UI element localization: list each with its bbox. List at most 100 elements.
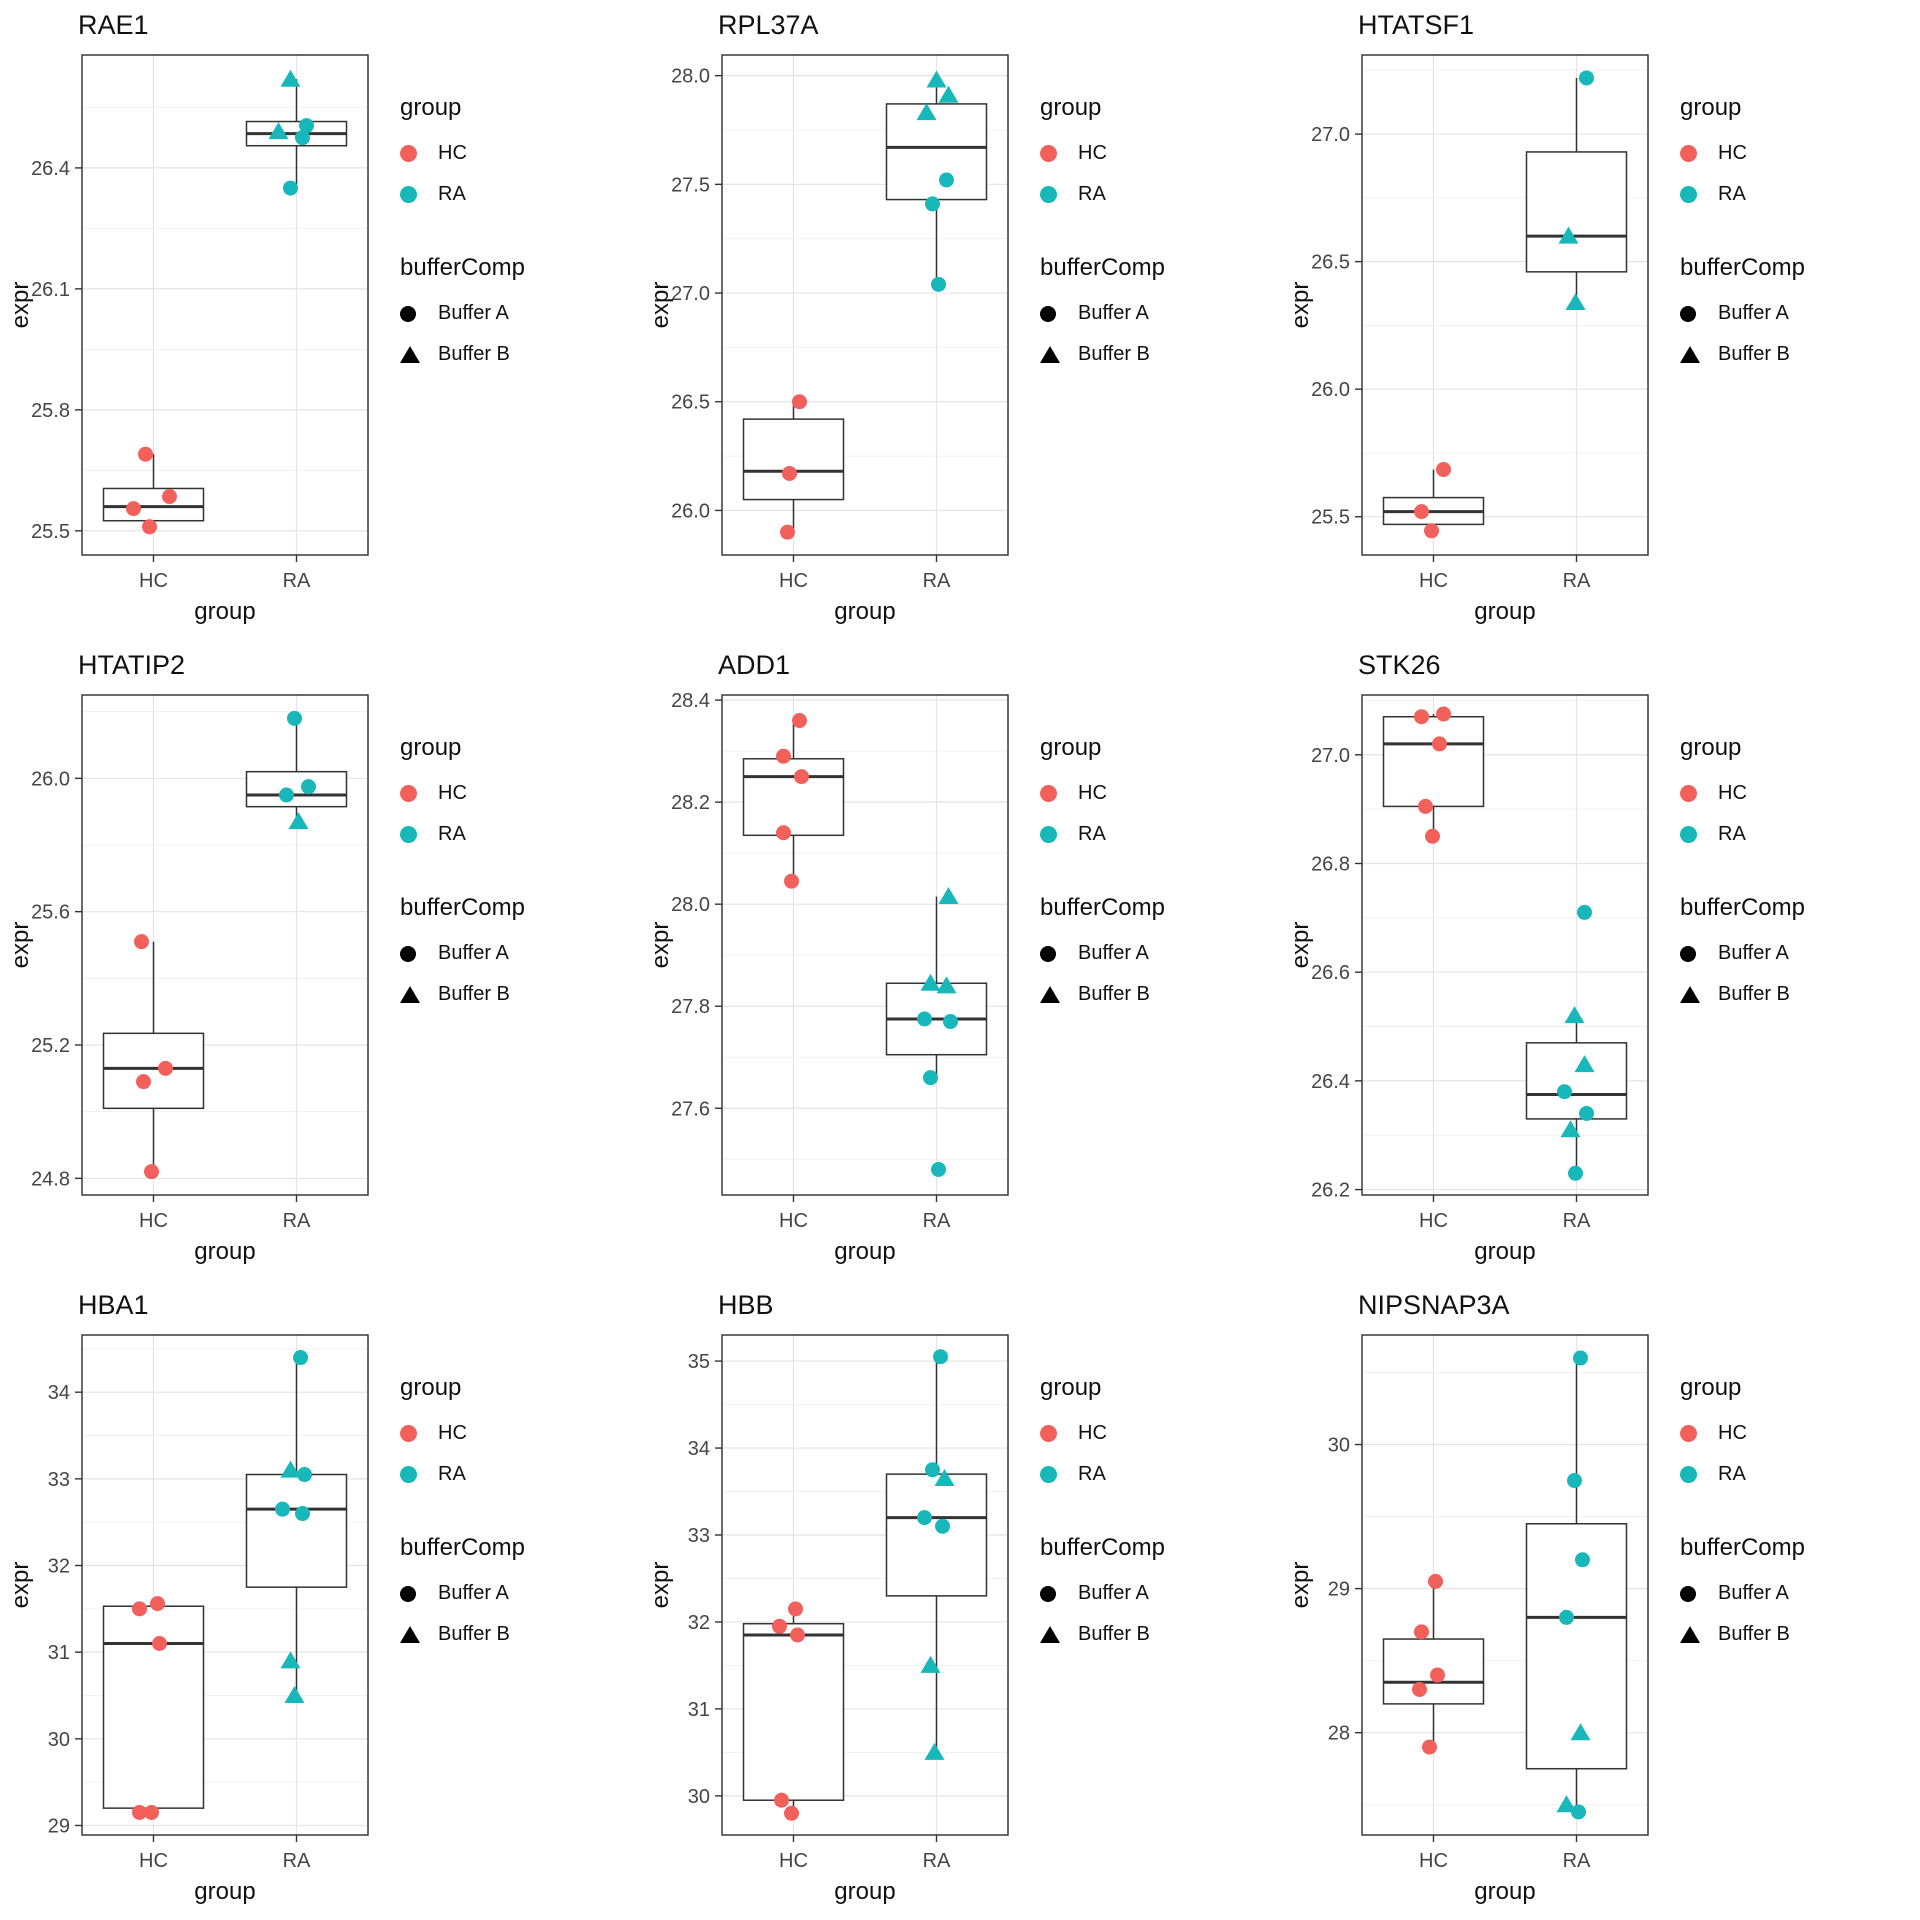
x-axis-title: group: [1474, 598, 1535, 625]
data-point-triangle: [916, 103, 937, 121]
data-point-circle: [150, 1596, 165, 1612]
color-key: [1040, 1425, 1078, 1442]
legend-item-label: RA: [1718, 823, 1746, 845]
y-tick-label: 26.4: [31, 158, 70, 180]
legend-item-hc: HC: [1680, 1422, 1920, 1445]
y-tick-label: 30: [688, 1786, 710, 1808]
y-axis-title: expr: [647, 282, 674, 329]
legend-item-label: Buffer A: [438, 942, 509, 964]
x-tick-label: HC: [139, 1210, 168, 1232]
box-RA: [885, 103, 988, 201]
y-tick-label: 33: [48, 1469, 70, 1491]
legend-item-label: Buffer B: [1718, 1623, 1790, 1645]
data-point-circle: [142, 519, 157, 535]
y-tick-label: 29: [1328, 1579, 1350, 1601]
legend-item-buffer-a: Buffer A: [1040, 942, 1280, 965]
data-point-circle: [1425, 828, 1440, 844]
panel-border: [81, 1334, 369, 1836]
y-axis-title: expr: [1287, 282, 1314, 329]
legend-item-label: Buffer B: [438, 343, 510, 365]
data-point-circle: [132, 1601, 147, 1617]
legend-title-group: group: [1680, 94, 1742, 121]
legend-title-group: group: [1040, 734, 1102, 761]
buffer-a-circle-icon: [1680, 1585, 1696, 1602]
box-HC: [102, 1032, 205, 1110]
data-point-circle: [925, 196, 940, 212]
buffer-b-triangle-icon: [1040, 986, 1060, 1003]
legend-title-buffercomp: bufferComp: [1680, 254, 1805, 281]
box-RA: [245, 770, 348, 808]
legend-item-buffer-b: Buffer B: [1040, 983, 1280, 1006]
y-tick-label: 26.4: [1311, 1071, 1350, 1093]
y-tick-label: 28.0: [671, 66, 710, 88]
legend-item-ra: RA: [1040, 1463, 1280, 1486]
y-tick-label: 26.0: [671, 500, 710, 522]
data-point-circle: [301, 779, 316, 795]
data-point-circle: [923, 1070, 938, 1086]
data-point-triangle: [938, 887, 959, 905]
buffer-b-triangle-icon: [1680, 346, 1700, 363]
y-tick-label: 28: [1328, 1723, 1350, 1745]
shape-key: [1680, 1585, 1718, 1602]
legend-item-ra: RA: [1680, 183, 1920, 206]
panel-title: RAE1: [78, 10, 149, 40]
data-point-circle: [1575, 1552, 1590, 1568]
data-point-triangle: [280, 1460, 301, 1478]
color-key: [1680, 145, 1718, 162]
data-point-circle: [295, 1506, 310, 1522]
y-axis-title: expr: [7, 1562, 34, 1609]
panel-background: [82, 695, 368, 1195]
y-tick-label: 25.8: [31, 400, 70, 422]
ra-color-icon: [1680, 826, 1697, 843]
hc-color-icon: [1040, 1425, 1057, 1442]
shape-key: [1680, 1626, 1718, 1643]
buffer-a-circle-icon: [1040, 945, 1056, 962]
panel-border: [81, 54, 369, 556]
legend-title-group: group: [1040, 1374, 1102, 1401]
legend-title-group: group: [1040, 94, 1102, 121]
panel-title: ADD1: [718, 650, 791, 680]
data-point-circle: [1436, 462, 1451, 478]
x-axis-title: group: [834, 1238, 895, 1265]
x-tick-label: RA: [283, 570, 311, 592]
panel-border: [1361, 54, 1649, 556]
color-key: [400, 826, 438, 843]
data-point-triangle: [920, 1655, 941, 1673]
legend-title-buffercomp: bufferComp: [1040, 894, 1165, 921]
box-HC: [742, 758, 845, 837]
legend-item-buffer-a: Buffer A: [400, 942, 640, 965]
data-point-circle: [144, 1804, 159, 1820]
ra-color-icon: [1040, 1466, 1057, 1483]
data-point-circle: [293, 1350, 308, 1366]
data-point-triangle: [1556, 1795, 1577, 1813]
y-tick-label: 25.6: [31, 902, 70, 924]
y-tick-label: 27.0: [1311, 124, 1350, 146]
data-point-triangle: [1564, 1006, 1585, 1024]
legend-item-label: HC: [1718, 1422, 1747, 1444]
data-point-circle: [776, 748, 791, 764]
color-key: [1040, 1466, 1078, 1483]
color-key: [1680, 186, 1718, 203]
data-point-circle: [1567, 1473, 1582, 1489]
legend-item-label: Buffer A: [1718, 302, 1789, 324]
x-axis-title: group: [194, 1238, 255, 1265]
data-point-triangle: [934, 1468, 955, 1486]
legend-item-label: Buffer A: [438, 302, 509, 324]
legend-item-label: HC: [438, 782, 467, 804]
legend-item-hc: HC: [400, 782, 640, 805]
x-axis-title: group: [1474, 1878, 1535, 1905]
data-point-circle: [933, 1349, 948, 1365]
data-point-circle: [1424, 523, 1439, 539]
legend-item-buffer-b: Buffer B: [1680, 1623, 1920, 1646]
data-point-circle: [287, 710, 302, 726]
data-point-triangle: [936, 976, 957, 994]
y-tick-label: 27.0: [671, 283, 710, 305]
shape-key: [1680, 346, 1718, 363]
